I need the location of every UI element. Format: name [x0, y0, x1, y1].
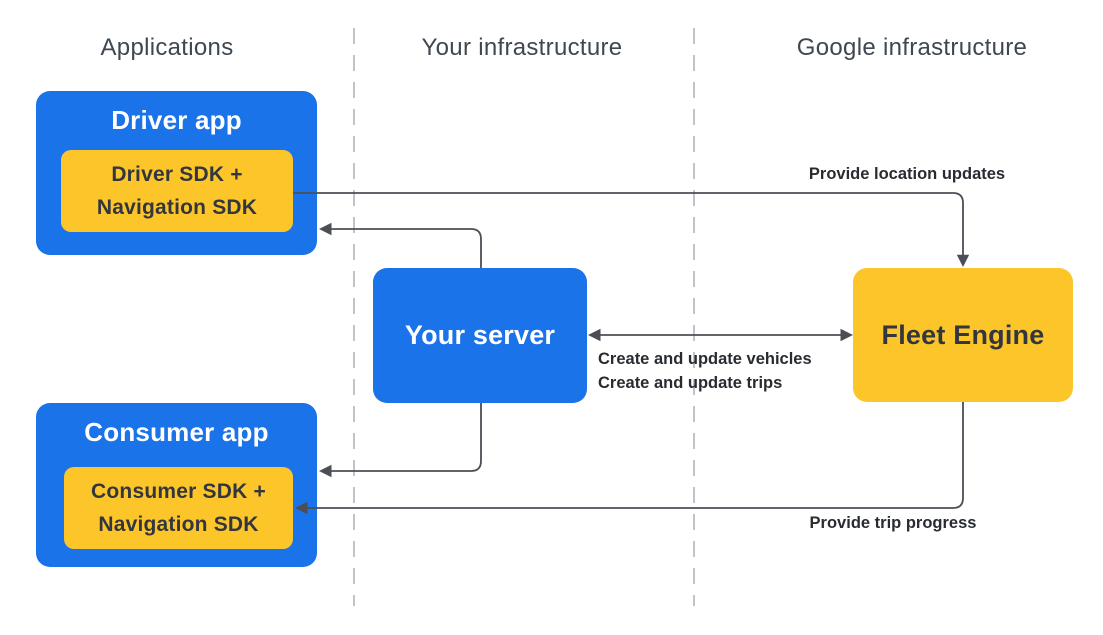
driver-sdk-label-line2: Navigation SDK — [96, 196, 258, 219]
connector-provide-trip-progress — [307, 402, 964, 509]
column-header-applications: Applications — [100, 34, 234, 61]
your-server-title: Your server — [404, 320, 556, 350]
label-provide-location-updates: Provide location updates — [808, 165, 1006, 183]
consumer-sdk-label-line1: Consumer SDK + — [91, 480, 266, 503]
connector-server-to-consumer-app — [331, 403, 482, 472]
column-header-your-infrastructure: Your infrastructure — [421, 34, 623, 61]
label-create-update-vehicles: Create and update vehicles — [598, 350, 812, 368]
connector-provide-location-updates — [293, 192, 964, 255]
arrowhead-into-consumer-app — [319, 464, 332, 478]
your-server-node: Your server — [373, 268, 587, 403]
driver-app-title: Driver app — [111, 105, 242, 135]
connector-server-to-driver-app — [331, 228, 482, 268]
fleet-engine-title: Fleet Engine — [881, 319, 1045, 350]
consumer-sdk-box: Consumer SDK + Navigation SDK — [64, 467, 293, 549]
arrowhead-into-driver-app — [319, 222, 332, 236]
driver-sdk-label-line1: Driver SDK + — [111, 163, 243, 186]
arrowhead-into-your-server — [588, 328, 601, 342]
consumer-sdk-label-line2: Navigation SDK — [98, 513, 259, 536]
label-server-fleet-sync: Create and update vehicles Create and up… — [598, 347, 812, 395]
arrowhead-into-fleet-engine — [956, 254, 970, 267]
driver-sdk-box: Driver SDK + Navigation SDK — [61, 150, 293, 232]
column-header-google-infrastructure: Google infrastructure — [796, 34, 1028, 61]
consumer-app-node: Consumer app Consumer SDK + Navigation S… — [36, 403, 317, 567]
consumer-app-title: Consumer app — [84, 417, 269, 447]
arrowhead-into-fleet-engine-left — [840, 328, 853, 342]
label-create-update-trips: Create and update trips — [598, 374, 783, 392]
driver-app-node: Driver app Driver SDK + Navigation SDK — [36, 91, 317, 255]
fleet-engine-node: Fleet Engine — [853, 268, 1073, 402]
label-provide-trip-progress: Provide trip progress — [809, 514, 977, 532]
